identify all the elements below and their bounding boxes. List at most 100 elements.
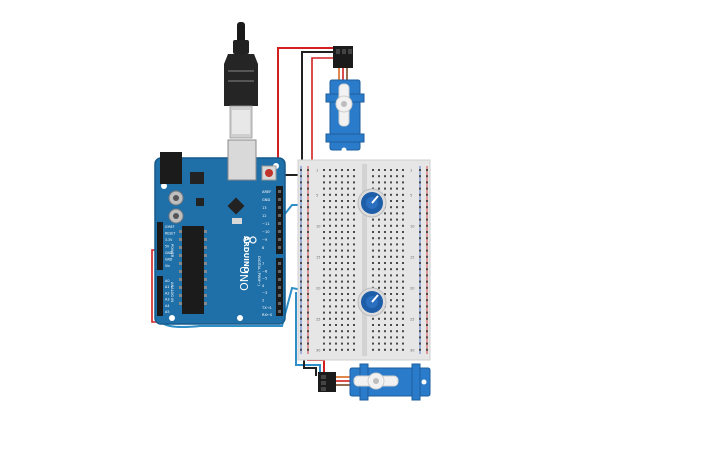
breadboard-hole[interactable] — [402, 224, 404, 227]
breadboard-hole[interactable] — [372, 181, 374, 184]
breadboard-hole[interactable] — [419, 169, 421, 171]
breadboard-hole[interactable] — [307, 255, 309, 258]
breadboard-hole[interactable] — [300, 262, 302, 264]
breadboard-hole[interactable] — [390, 274, 392, 277]
breadboard-hole[interactable] — [347, 324, 349, 326]
breadboard-hole[interactable] — [329, 243, 331, 246]
breadboard-hole[interactable] — [426, 169, 428, 171]
breadboard-hole[interactable] — [396, 336, 398, 339]
breadboard-hole[interactable] — [341, 317, 343, 320]
breadboard-hole[interactable] — [419, 237, 421, 240]
breadboard-hole[interactable] — [426, 311, 428, 314]
breadboard-hole[interactable] — [307, 293, 309, 295]
breadboard-hole[interactable] — [347, 249, 349, 252]
breadboard-hole[interactable] — [335, 299, 337, 302]
breadboard-hole[interactable] — [390, 224, 392, 227]
breadboard-hole[interactable] — [402, 274, 404, 277]
breadboard-hole[interactable] — [341, 212, 343, 215]
breadboard-hole[interactable] — [323, 268, 325, 271]
breadboard-hole[interactable] — [419, 286, 421, 289]
breadboard-hole[interactable] — [329, 175, 331, 178]
breadboard-hole[interactable] — [402, 231, 404, 233]
breadboard-hole[interactable] — [300, 293, 302, 295]
breadboard-hole[interactable] — [307, 311, 309, 314]
breadboard-hole[interactable] — [426, 224, 428, 227]
breadboard-hole[interactable] — [378, 187, 380, 190]
breadboard-hole[interactable] — [402, 255, 404, 258]
breadboard-hole[interactable] — [307, 330, 309, 333]
breadboard-hole[interactable] — [396, 280, 398, 283]
breadboard-hole[interactable] — [396, 293, 398, 295]
breadboard-hole[interactable] — [419, 299, 421, 302]
breadboard-hole[interactable] — [419, 324, 421, 326]
breadboard-hole[interactable] — [341, 286, 343, 289]
breadboard-hole[interactable] — [329, 324, 331, 326]
analog-header[interactable] — [157, 276, 163, 316]
breadboard-hole[interactable] — [335, 293, 337, 295]
breadboard-hole[interactable] — [402, 336, 404, 339]
breadboard-hole[interactable] — [402, 299, 404, 302]
breadboard-hole[interactable] — [396, 237, 398, 240]
breadboard-hole[interactable] — [335, 193, 337, 196]
breadboard-hole[interactable] — [307, 187, 309, 190]
breadboard-hole[interactable] — [378, 224, 380, 227]
breadboard-hole[interactable] — [353, 299, 355, 302]
breadboard-hole[interactable] — [341, 169, 343, 171]
breadboard-hole[interactable] — [347, 255, 349, 258]
breadboard-hole[interactable] — [323, 336, 325, 339]
breadboard-hole[interactable] — [323, 330, 325, 333]
breadboard-hole[interactable] — [353, 206, 355, 209]
breadboard-hole[interactable] — [402, 181, 404, 184]
breadboard-hole[interactable] — [335, 181, 337, 184]
breadboard-hole[interactable] — [341, 187, 343, 190]
breadboard-hole[interactable] — [419, 206, 421, 209]
breadboard-hole[interactable] — [300, 175, 302, 178]
breadboard-hole[interactable] — [341, 175, 343, 178]
breadboard-hole[interactable] — [347, 181, 349, 184]
breadboard-hole[interactable] — [419, 262, 421, 264]
wire-blue-bottom-servo[interactable] — [295, 292, 321, 376]
breadboard-hole[interactable] — [384, 193, 386, 196]
breadboard-hole[interactable] — [402, 187, 404, 190]
breadboard-hole[interactable] — [323, 169, 325, 171]
breadboard-hole[interactable] — [426, 255, 428, 258]
breadboard-hole[interactable] — [378, 218, 380, 221]
breadboard-hole[interactable] — [341, 342, 343, 345]
breadboard-hole[interactable] — [390, 212, 392, 215]
breadboard-hole[interactable] — [335, 274, 337, 277]
breadboard-hole[interactable] — [307, 237, 309, 240]
breadboard-hole[interactable] — [384, 280, 386, 283]
breadboard-hole[interactable] — [353, 249, 355, 252]
breadboard-hole[interactable] — [390, 286, 392, 289]
breadboard-hole[interactable] — [390, 206, 392, 209]
breadboard-hole[interactable] — [390, 305, 392, 308]
breadboard-hole[interactable] — [353, 193, 355, 196]
breadboard-hole[interactable] — [419, 330, 421, 333]
breadboard-hole[interactable] — [335, 231, 337, 233]
breadboard-hole[interactable] — [372, 324, 374, 326]
breadboard-hole[interactable] — [341, 249, 343, 252]
breadboard-hole[interactable] — [419, 212, 421, 215]
breadboard-hole[interactable] — [390, 268, 392, 271]
breadboard-hole[interactable] — [396, 324, 398, 326]
breadboard-hole[interactable] — [329, 255, 331, 258]
power-header[interactable] — [157, 222, 163, 270]
breadboard-hole[interactable] — [347, 336, 349, 339]
breadboard-hole[interactable] — [419, 175, 421, 178]
breadboard-hole[interactable] — [419, 187, 421, 190]
breadboard-hole[interactable] — [396, 348, 398, 351]
breadboard-hole[interactable] — [329, 249, 331, 252]
breadboard-hole[interactable] — [426, 280, 428, 283]
breadboard-hole[interactable] — [323, 212, 325, 215]
breadboard-hole[interactable] — [323, 324, 325, 326]
breadboard-hole[interactable] — [396, 187, 398, 190]
breadboard-hole[interactable] — [390, 181, 392, 184]
reset-button[interactable] — [265, 169, 273, 177]
breadboard-hole[interactable] — [329, 200, 331, 202]
breadboard-hole[interactable] — [329, 206, 331, 209]
breadboard-hole[interactable] — [329, 293, 331, 295]
breadboard-hole[interactable] — [426, 175, 428, 178]
breadboard-hole[interactable] — [347, 206, 349, 209]
breadboard-hole[interactable] — [419, 336, 421, 339]
